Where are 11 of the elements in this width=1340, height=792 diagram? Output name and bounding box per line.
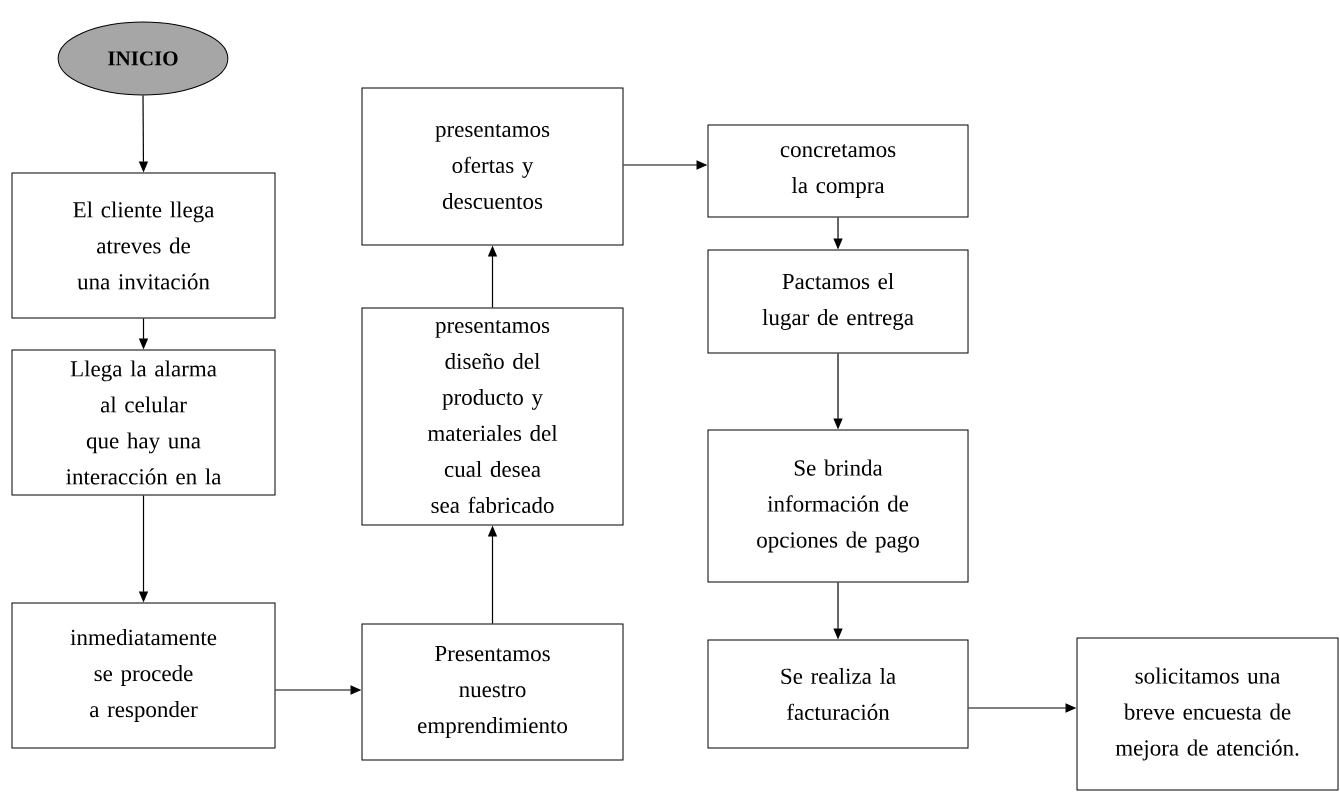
process-box: Presentamos nuestro emprendimiento [361,623,624,761]
process-box: El cliente llega atreves de una invitación [11,172,276,319]
process-box: Se realiza la facturación [707,639,969,749]
process-box: presentamos ofertas y descuentos [361,87,624,246]
process-box: presentamos diseño del producto y materiales del cual desea sea fabricado [361,307,624,526]
process-box: Se brinda información de opciones de pago [707,429,969,583]
process-box: inmediatamente se procede a responder [11,602,276,749]
process-box: Pactamos el lugar de entrega [707,249,969,354]
process-box: concretamos la compra [707,124,969,218]
process-box: solicitamos una breve encuesta de mejora de atención. [1076,637,1339,791]
process-box: Llega la alarma al celular que hay una interacción en la [11,349,276,496]
